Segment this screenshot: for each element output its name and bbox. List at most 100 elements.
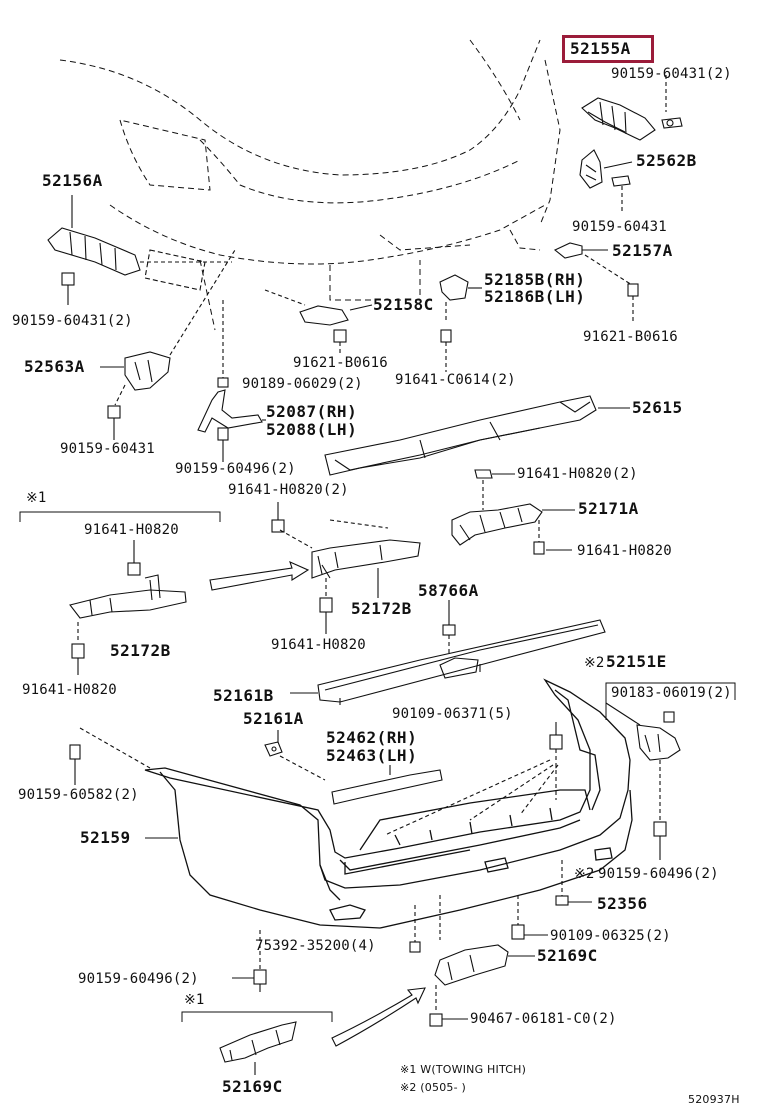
part-label-90467-06181[interactable]: 90467-06181-C0(2) (470, 1011, 617, 1027)
part-label-52615[interactable]: 52615 (632, 398, 683, 417)
note-2-marker-52151E: ※2 (584, 655, 605, 671)
note-1-marker-bottom: ※1 (184, 992, 205, 1008)
bolt-90159-60431-left (61, 272, 75, 305)
bolt-91641-C0614 (440, 329, 452, 372)
part-label-52169C-right[interactable]: 52169C (537, 946, 598, 965)
bolt-91641-H0820-right-upper (474, 469, 493, 479)
part-label-90109-06371[interactable]: 90109-06371(5) (392, 706, 513, 722)
part-label-52172B-mid[interactable]: 52172B (351, 599, 412, 618)
bolt-91641-H0820-left-bottom (71, 643, 85, 675)
part-label-90159-60431-right[interactable]: 90159-60431 (572, 219, 667, 235)
part-label-90159-60582[interactable]: 90159-60582(2) (18, 787, 139, 803)
part-label-52151E[interactable]: 52151E (606, 652, 667, 671)
clip-52356 (555, 895, 569, 906)
bolt-90159-60496-a (217, 427, 229, 462)
part-label-52169C-bottom[interactable]: 52169C (222, 1077, 283, 1096)
part-label-52171A[interactable]: 52171A (578, 499, 639, 518)
part-label-52159[interactable]: 52159 (80, 828, 131, 847)
step-pad-52161B (317, 619, 606, 705)
part-label-90159-60431-2-left[interactable]: 90159-60431(2) (12, 313, 133, 329)
part-label-52087[interactable]: 52087(RH) (266, 402, 358, 421)
part-label-91641-H0820-left-bottom[interactable]: 91641-H0820 (22, 682, 117, 698)
bracket-52155A (581, 97, 656, 141)
clip-58766A (442, 624, 456, 636)
clip-90183-06019 (663, 711, 675, 723)
part-label-52563A[interactable]: 52563A (24, 357, 85, 376)
part-label-52186B[interactable]: 52186B(LH) (484, 287, 586, 306)
part-label-52356[interactable]: 52356 (597, 894, 648, 913)
direction-arrow-left (209, 560, 310, 591)
note-2-marker-60496: ※2 (574, 866, 595, 882)
bolt-91621-B0616-mid (333, 329, 347, 343)
bolt-90109-06325 (511, 924, 525, 940)
clip-52158C (299, 305, 349, 326)
part-label-91641-C0614[interactable]: 91641-C0614(2) (395, 372, 516, 388)
reinforcement-52615 (324, 395, 597, 476)
bolt-90159-60582 (69, 744, 81, 785)
bolt-90159-60496-b (653, 821, 667, 860)
part-label-90109-06325[interactable]: 90109-06325(2) (550, 928, 671, 944)
bolt-91641-H0820-mid-bottom (319, 597, 333, 634)
part-label-90189-06029[interactable]: 90189-06029(2) (242, 376, 363, 392)
part-label-90159-60496-2-a[interactable]: 90159-60496(2) (175, 461, 296, 477)
clip-90109-06371 (549, 734, 563, 750)
part-label-90159-60496-2-c[interactable]: 90159-60496(2) (78, 971, 199, 987)
bolt-91641-H0820-right (533, 541, 545, 555)
highlight-box (562, 35, 654, 63)
part-label-52462[interactable]: 52462(RH) (326, 728, 418, 747)
part-label-52158C[interactable]: 52158C (373, 295, 434, 314)
direction-arrow-bottom (331, 987, 426, 1047)
part-label-91621-B0616-mid[interactable]: 91621-B0616 (293, 355, 388, 371)
part-label-52463[interactable]: 52463(LH) (326, 746, 418, 765)
bolt-90159-60496-c (253, 969, 267, 992)
part-label-90159-60431-lower[interactable]: 90159-60431 (60, 441, 155, 457)
footnote-2: ※2 (0505- ) (400, 1081, 466, 1094)
reflector-52462 (331, 769, 443, 805)
part-label-52156A[interactable]: 52156A (42, 171, 103, 190)
bracket-52562B (579, 149, 603, 189)
clip-52157A (553, 242, 583, 259)
bolt-90159-60431-right (611, 175, 631, 187)
bracket-52172B-left (69, 574, 187, 619)
bracket-52563A (124, 351, 171, 391)
part-label-91621-B0616-right[interactable]: 91621-B0616 (583, 329, 678, 345)
clip-52185B (439, 274, 469, 301)
part-label-90159-60431-2-top[interactable]: 90159-60431(2) (611, 66, 732, 82)
bracket-52156A (47, 227, 141, 276)
footnote-1: ※1 W(TOWING HITCH) (400, 1063, 527, 1076)
bracket-52172B-mid (311, 539, 421, 579)
part-label-52185B[interactable]: 52185B(RH) (484, 270, 586, 289)
note-1-marker: ※1 (26, 490, 47, 506)
bolt-91641-H0820-left-top (127, 562, 141, 576)
part-label-52562B[interactable]: 52562B (636, 151, 697, 170)
part-label-52161A[interactable]: 52161A (243, 709, 304, 728)
part-label-52088[interactable]: 52088(LH) (266, 420, 358, 439)
bumper-cover-52159 (144, 678, 633, 929)
bolt-90159-60431-lower (107, 405, 121, 440)
diagram-code: 520937H (688, 1093, 740, 1106)
part-label-90159-60496-2-b[interactable]: 90159-60496(2) (598, 866, 719, 882)
part-label-90183-06019[interactable]: 90183-06019(2) (611, 685, 732, 701)
bolt-90159-60431-top (661, 117, 683, 129)
bracket-52087 (197, 389, 263, 433)
bolt-90467-06181 (429, 1013, 443, 1027)
bracket-52151E (636, 724, 681, 761)
part-label-52172B-left[interactable]: 52172B (110, 641, 171, 660)
part-label-75392-35200[interactable]: 75392-35200(4) (255, 938, 376, 954)
part-label-52161B[interactable]: 52161B (213, 686, 274, 705)
part-label-52155A[interactable]: 52155A (570, 39, 631, 58)
part-label-91641-H0820-mid-bottom[interactable]: 91641-H0820 (271, 637, 366, 653)
garnish-52169C-bottom (219, 1021, 297, 1063)
vehicle-body-outline (59, 39, 561, 331)
bolt-91641-H0820-mid-top (271, 519, 285, 533)
clip-75392-35200 (409, 941, 421, 953)
part-label-91641-H0820-2-mid[interactable]: 91641-H0820(2) (228, 482, 349, 498)
part-label-91641-H0820-left-top[interactable]: 91641-H0820 (84, 522, 179, 538)
part-label-58766A[interactable]: 58766A (418, 581, 479, 600)
part-label-91641-H0820-2-right[interactable]: 91641-H0820(2) (517, 466, 638, 482)
part-label-91641-H0820-right[interactable]: 91641-H0820 (577, 543, 672, 559)
part-label-52157A[interactable]: 52157A (612, 241, 673, 260)
bracket-52171A (451, 503, 543, 546)
